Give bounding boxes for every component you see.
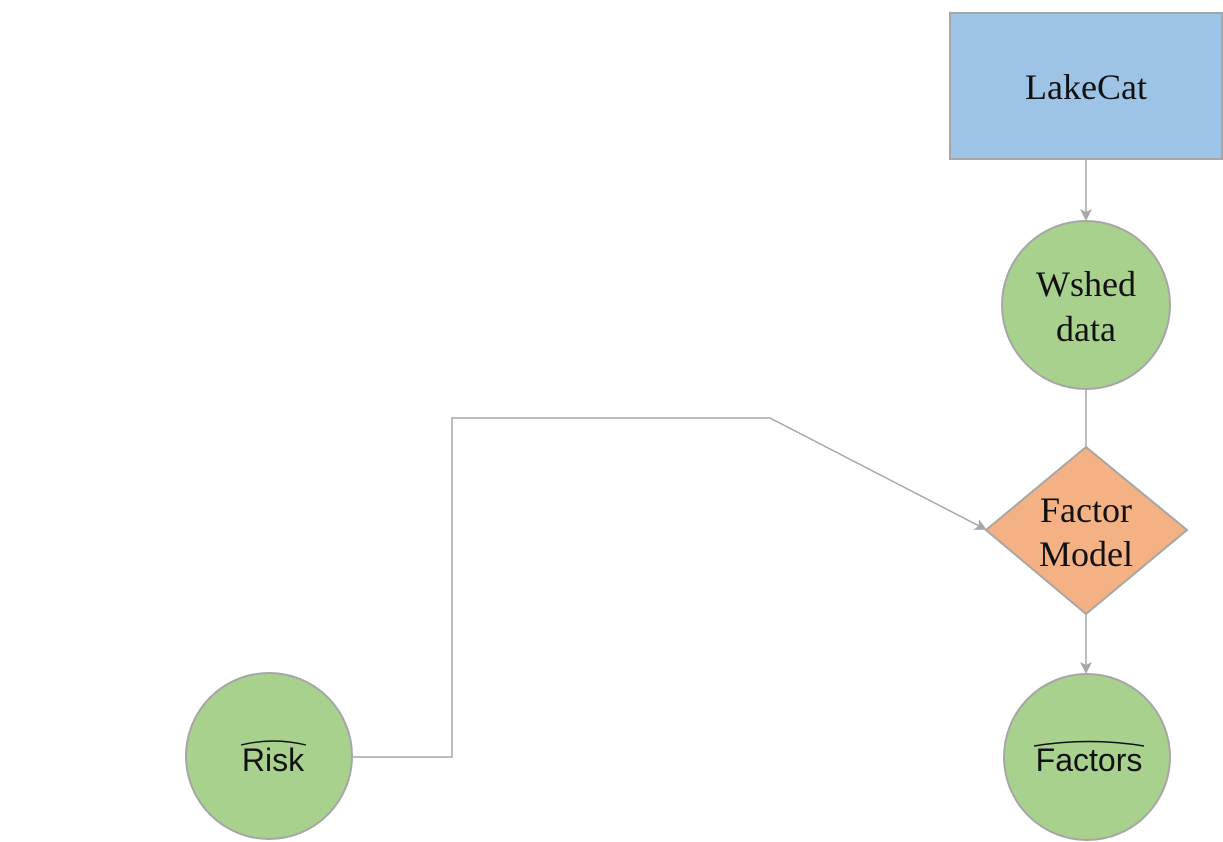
risk-estimate-label: Risk (242, 742, 305, 778)
factors-estimate-circle (1003, 673, 1171, 841)
lakecat-box (949, 12, 1223, 160)
wshed-data-node[interactable]: Wshed data (1001, 220, 1171, 390)
factor-model-label-line2: Model (1039, 534, 1133, 574)
factors-estimate-label: Factors (1036, 742, 1143, 778)
wshed-data-circle (1001, 220, 1171, 390)
edge-risk-to-factor-model (352, 417, 987, 758)
risk-estimate-circle (185, 672, 353, 840)
factors-hat-accent (1033, 740, 1145, 747)
factor-model-diamond (984, 445, 1189, 616)
risk-estimate-node[interactable]: Risk (185, 672, 353, 840)
wshed-data-label-line2: data (1056, 309, 1116, 349)
factor-model-node[interactable]: Factor Model (984, 445, 1189, 616)
risk-hat-accent (240, 740, 307, 746)
wshed-data-label-line1: Wshed (1036, 264, 1136, 304)
factors-estimate-node[interactable]: Factors (1003, 673, 1171, 841)
lakecat-label: LakeCat (1025, 67, 1147, 107)
factor-model-label-line1: Factor (1040, 490, 1132, 530)
lakecat-node[interactable]: LakeCat (949, 12, 1223, 160)
